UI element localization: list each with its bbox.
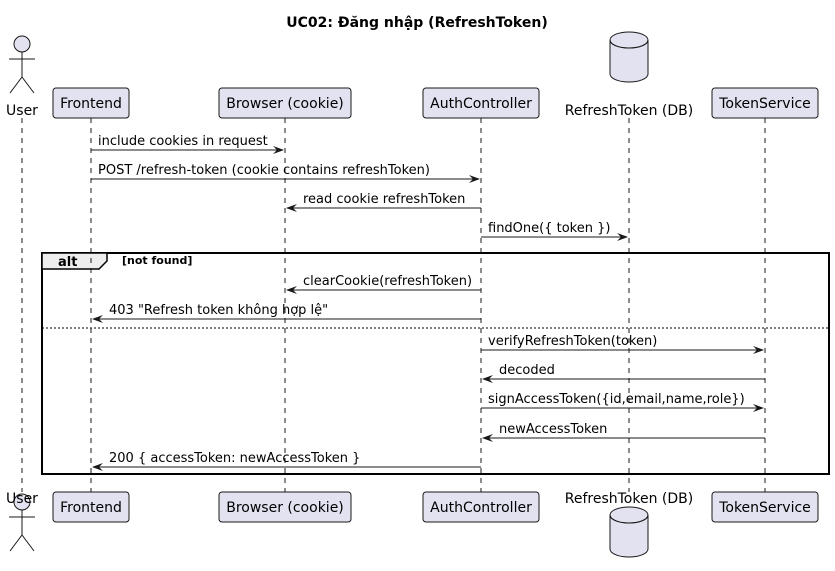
arrowhead-icon [482,375,493,383]
message-label: findOne({ token }) [488,221,610,236]
actor-leg-icon [9,76,23,94]
message-label: include cookies in request [98,134,268,149]
participant-browser: Browser (cookie) [218,491,352,523]
arrowhead-icon [469,175,480,183]
database-db-bottom: RefreshToken (DB) [565,491,693,558]
message-label: signAccessToken({id,email,name,role}) [488,392,745,407]
message-403-refresh-token-kh-ng-h-p-l: 403 "Refresh token không hợp lệ" [92,303,481,323]
message-label: newAccessToken [499,422,607,437]
actor-leg-icon [21,534,35,552]
participant-auth: AuthController [422,87,540,119]
arrowhead-icon [92,463,103,471]
message-newaccesstoken: newAccessToken [482,422,765,442]
arrowhead-icon [92,315,103,323]
arrowhead-icon [753,404,764,412]
actor-label: User [6,103,38,119]
alt-frames: alt [not found] [41,252,830,475]
participant-box [422,491,540,523]
participant-browser: Browser (cookie) [218,87,352,119]
message-post-refresh-token-cookie-contains-refre: POST /refresh-token (cookie contains ref… [91,163,480,183]
participant-box [711,87,819,119]
participant-box [218,87,352,119]
arrowhead-icon [273,146,284,154]
participant-token: TokenService [711,491,819,523]
database-label: RefreshToken (DB) [565,491,693,507]
participant-label: TokenService [718,500,811,516]
database-icon [609,515,649,558]
participant-auth: AuthController [422,491,540,523]
arrowhead-icon [286,286,297,294]
database-label: RefreshToken (DB) [565,103,693,119]
message-label: verifyRefreshToken(token) [488,334,657,349]
participant-frontend: Frontend [52,491,130,523]
arrowhead-icon [617,233,628,241]
alt-frame-tab [41,252,108,270]
message-read-cookie-refreshtoken: read cookie refreshToken [286,192,481,212]
database-rim-icon [609,514,649,524]
lifelines [21,118,766,492]
participant-label: TokenService [718,96,811,112]
participant-label: Frontend [60,96,122,112]
participant-label: Browser (cookie) [226,96,344,112]
participant-label: AuthController [430,96,532,112]
message-decoded: decoded [482,363,765,383]
participant-label: Frontend [60,500,122,516]
participant-label: AuthController [430,500,532,516]
database-icon [609,40,649,83]
message-200-accesstoken-newaccesstoken: 200 { accessToken: newAccessToken } [92,451,481,471]
diagram-title: UC02: Đăng nhập (RefreshToken) [286,15,547,31]
message-include-cookies-in-request: include cookies in request [91,134,284,154]
participant-box [711,491,819,523]
message-clearcookie-refreshtoken: clearCookie(refreshToken) [286,274,481,294]
alt-frame-label: alt [58,255,77,270]
message-label: POST /refresh-token (cookie contains ref… [98,163,430,178]
participant-token: TokenService [711,87,819,119]
actor-user-top: User [6,35,38,119]
database-db-top: RefreshToken (DB) [565,31,693,119]
arrowhead-icon [482,434,493,442]
participant-box [52,491,130,523]
participant-box [218,491,352,523]
message-label: decoded [499,363,555,378]
participant-box [52,87,130,119]
message-label: clearCookie(refreshToken) [303,274,472,289]
message-signaccesstoken-id-email-name-role: signAccessToken({id,email,name,role}) [481,392,764,412]
message-label: 403 "Refresh token không hợp lệ" [109,303,328,318]
alt-frame-condition: [not found] [122,254,192,267]
actor-label: User [6,491,38,507]
participant-frontend: Frontend [52,87,130,119]
arrowhead-icon [753,346,764,354]
participant-label: Browser (cookie) [226,500,344,516]
participant-box [422,87,540,119]
actor-user-bottom: User [6,491,38,552]
message-label: read cookie refreshToken [303,192,465,207]
actor-head-icon [13,35,31,53]
message-verifyrefreshtoken-token: verifyRefreshToken(token) [481,334,764,354]
database-rim-icon [609,39,649,49]
message-label: 200 { accessToken: newAccessToken } [109,451,360,466]
actor-leg-icon [9,534,23,552]
alt-frame [41,252,830,475]
actor-leg-icon [21,76,35,94]
message-findone-token: findOne({ token }) [481,221,628,241]
arrowhead-icon [286,204,297,212]
